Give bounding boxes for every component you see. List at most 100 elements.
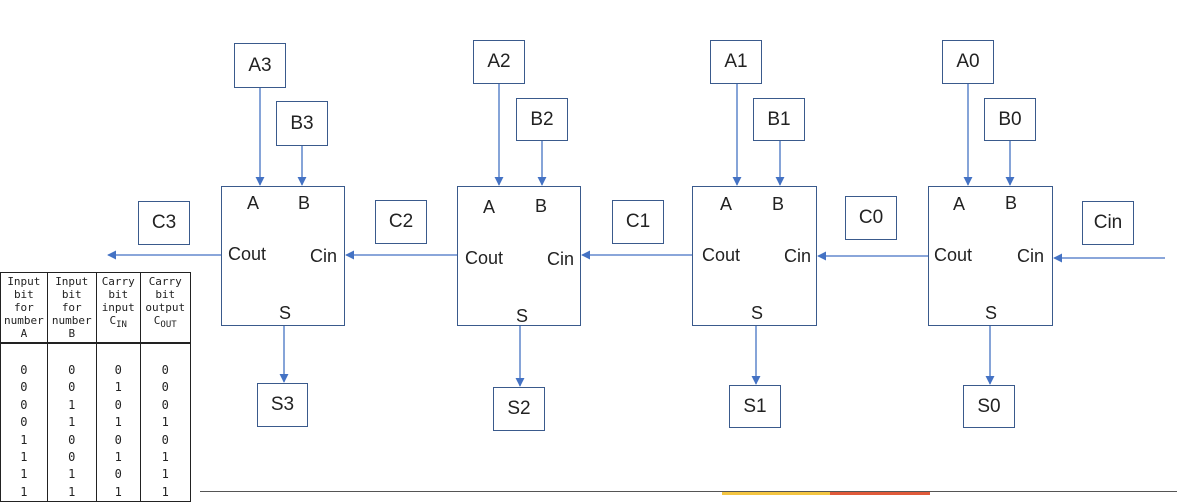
- cell: 0: [46, 378, 97, 397]
- input-box-b3: B3: [276, 101, 328, 146]
- cell: 0: [95, 361, 141, 379]
- header-line: Input: [7, 275, 41, 288]
- sum-box-s3: S3: [257, 383, 308, 427]
- cell: 0: [139, 396, 191, 414]
- cell: 0: [0, 413, 48, 431]
- port-cout: Cout: [934, 245, 973, 265]
- sum-box-s1: S1: [729, 385, 781, 428]
- cell: 0: [0, 378, 48, 397]
- cell: 1: [139, 448, 191, 466]
- full-adder-2: A B Cout Cin S: [457, 186, 581, 326]
- strip-red: [830, 491, 930, 495]
- header-input-b: Input bit for number B: [46, 272, 97, 344]
- header-symbol: C: [109, 314, 117, 327]
- full-adder-1: A B Cout Cin S: [692, 186, 817, 326]
- header-line: number: [4, 314, 44, 327]
- bottom-edge-strip: [0, 491, 1177, 495]
- carry-label-c3: C3: [138, 201, 190, 245]
- port-cout: Cout: [465, 248, 504, 268]
- cell: 0: [139, 430, 191, 449]
- cell: 0: [139, 378, 191, 397]
- port-cout: Cout: [228, 244, 267, 264]
- port-s: S: [985, 303, 998, 323]
- input-box-a1: A1: [710, 40, 762, 84]
- cell: 1: [46, 465, 97, 484]
- cell: 1: [0, 465, 48, 484]
- cell: 0: [95, 465, 141, 484]
- header-symbol: C: [153, 314, 161, 327]
- carry-label-c1: C1: [612, 200, 664, 244]
- header-line: B: [68, 327, 76, 340]
- port-cin: Cin: [547, 249, 575, 269]
- cell: 1: [95, 413, 141, 431]
- cell: 0: [46, 430, 97, 449]
- port-a: A: [953, 194, 966, 214]
- strip-yellow: [722, 491, 830, 495]
- header-line: output: [145, 301, 186, 314]
- header-input-a: Input bit for number A: [0, 272, 48, 344]
- header-line: number: [51, 314, 92, 327]
- sum-box-s2: S2: [493, 387, 545, 431]
- header-carry-out: Carry bit output COUT: [139, 272, 191, 344]
- full-adder-0: A B Cout Cin S: [928, 186, 1053, 326]
- sum-box-s0: S0: [963, 385, 1015, 428]
- cell: 1: [46, 413, 97, 431]
- header-line: bit for: [13, 288, 34, 314]
- header-line: bit: [155, 288, 176, 301]
- input-box-b1: B1: [753, 98, 805, 141]
- truth-table-header-row: Input bit for number A Input bit for num…: [0, 272, 191, 344]
- cell: 1: [139, 413, 191, 431]
- input-box-a3: A3: [234, 43, 286, 88]
- port-b: B: [298, 193, 311, 213]
- port-s: S: [751, 303, 764, 323]
- cell: 0: [139, 361, 191, 379]
- input-box-a0: A0: [942, 40, 994, 84]
- port-s: S: [279, 303, 292, 323]
- carry-label-c0: C0: [845, 196, 897, 240]
- header-line: COUT: [144, 314, 187, 332]
- port-a: A: [247, 193, 260, 213]
- cell: 0: [46, 361, 97, 379]
- header-subscript: IN: [116, 320, 127, 331]
- cell: 1: [95, 378, 141, 397]
- cell: 0: [0, 361, 48, 379]
- cell: 1: [95, 448, 141, 466]
- header-line: Carry: [148, 275, 182, 288]
- full-adder-truth-table: Input bit for number A Input bit for num…: [0, 272, 191, 502]
- port-cin: Cin: [310, 246, 338, 266]
- cell: 0: [95, 430, 141, 449]
- port-cin: Cin: [1017, 246, 1045, 266]
- input-box-b2: B2: [516, 98, 568, 141]
- carry-in-label: Cin: [1082, 201, 1134, 245]
- cell: 1: [46, 396, 97, 414]
- strip-line: [200, 491, 1177, 492]
- port-b: B: [772, 194, 785, 214]
- cell: 1: [0, 448, 48, 466]
- header-line: Input: [55, 275, 89, 288]
- port-cout: Cout: [702, 245, 741, 265]
- header-line: Carry: [101, 275, 135, 288]
- header-line: bit: [108, 288, 129, 301]
- port-b: B: [535, 196, 548, 216]
- port-a: A: [483, 197, 496, 217]
- full-adder-3: A B Cout Cin S: [221, 186, 345, 326]
- table-row: [0, 343, 191, 362]
- header-line: bit for: [61, 288, 82, 314]
- cell: 1: [139, 465, 191, 484]
- header-line: A: [20, 327, 28, 340]
- port-cin: Cin: [784, 246, 812, 266]
- input-box-b0: B0: [984, 98, 1036, 141]
- header-line: CIN: [100, 314, 137, 332]
- cell: 0: [46, 448, 97, 466]
- header-line: input: [101, 301, 135, 314]
- carry-label-c2: C2: [375, 200, 427, 244]
- cell: 1: [0, 430, 48, 449]
- port-a: A: [720, 194, 733, 214]
